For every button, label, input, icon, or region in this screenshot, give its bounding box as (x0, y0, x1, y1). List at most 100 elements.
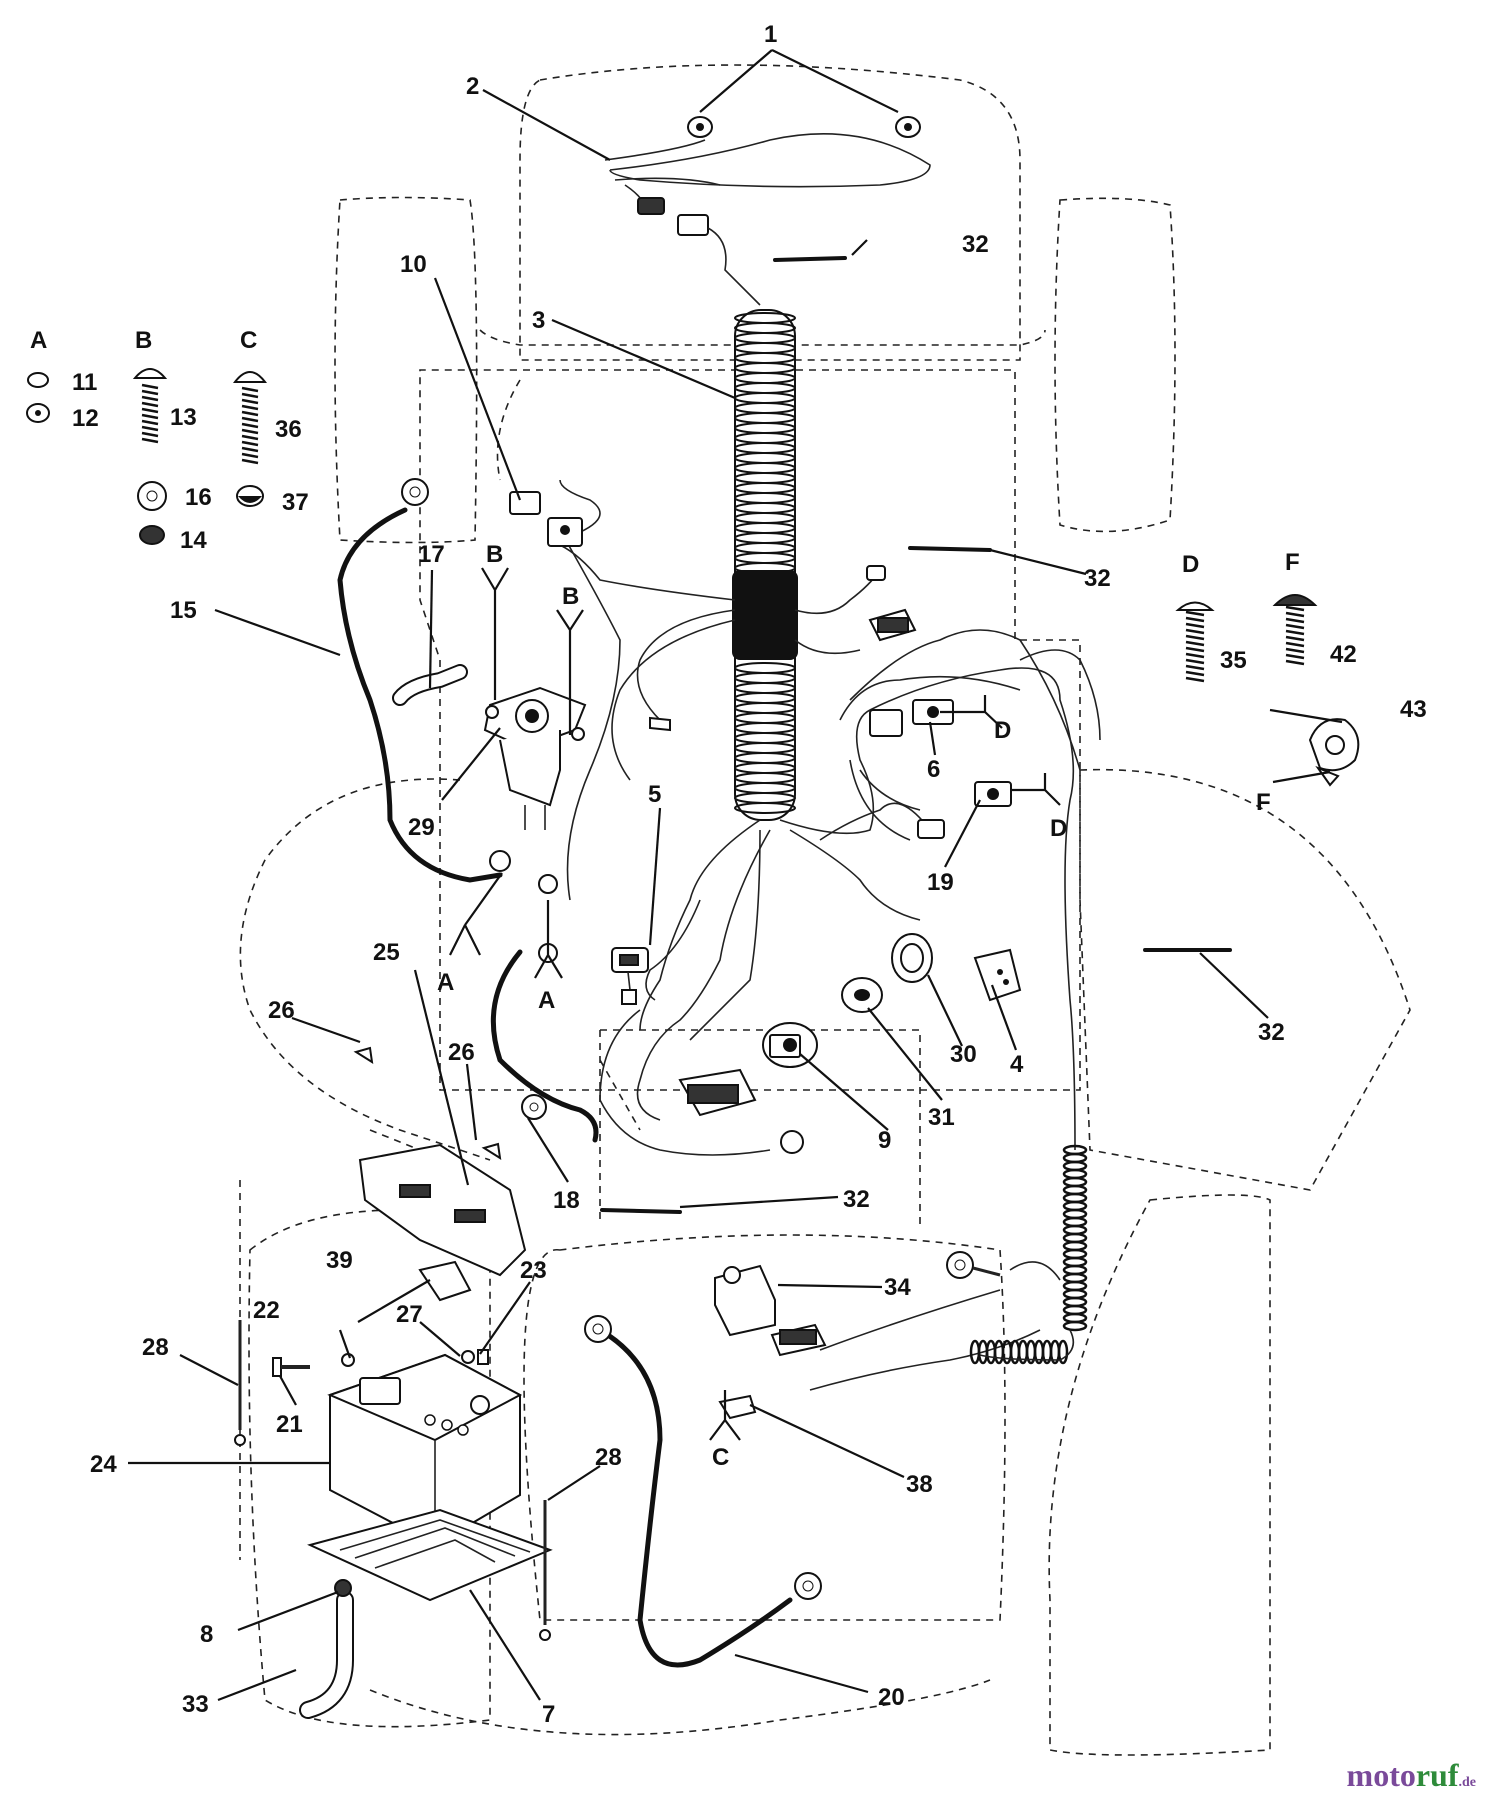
callout-8: 8 (200, 1621, 213, 1648)
letter-F-head: F (1285, 549, 1300, 576)
fork-symbols (449, 567, 1061, 1441)
letter-C1: C (712, 1444, 729, 1471)
switch-34 (714, 1264, 827, 1357)
main-harness-loom (732, 309, 798, 821)
letter-A-head: A (30, 327, 47, 354)
cable-18 (490, 943, 599, 1143)
callout-10: 10 (400, 251, 427, 278)
callout-5: 5 (648, 781, 661, 808)
callout-30: 30 (950, 1041, 977, 1068)
letter-B-head: B (135, 327, 152, 354)
callout-38: 38 (906, 1471, 933, 1498)
battery (327, 1353, 523, 1547)
hardware-df (1175, 594, 1360, 787)
watermark-logo: motoruf.de (1347, 1757, 1476, 1794)
cable-20 (584, 1315, 822, 1668)
callout-32a: 32 (962, 231, 989, 258)
switch-19 (917, 781, 1012, 839)
callout-24: 24 (90, 1451, 117, 1478)
callout-39: 39 (326, 1247, 353, 1274)
letter-labels: A B C D F B B A A C D D F (30, 327, 1300, 1471)
ring-30 (891, 933, 933, 983)
watermark-part2: ruf (1415, 1757, 1459, 1793)
callout-6: 6 (927, 756, 940, 783)
hardware-abc (26, 368, 268, 545)
callout-22: 22 (253, 1297, 280, 1324)
watermark-suffix: .de (1458, 1775, 1477, 1790)
callout-13: 13 (170, 404, 197, 431)
letter-D2: D (1050, 815, 1067, 842)
callout-12: 12 (72, 405, 99, 432)
small-bolts (272, 1046, 502, 1377)
callout-21: 21 (276, 1411, 303, 1438)
callout-25: 25 (373, 939, 400, 966)
callout-43: 43 (1400, 696, 1427, 723)
coiled-cord (969, 1144, 1088, 1365)
callout-37: 37 (282, 489, 309, 516)
callout-27: 27 (396, 1301, 423, 1328)
leader-lines (128, 49, 1343, 1702)
ring-terminal-34 (946, 1251, 1001, 1279)
callout-19: 19 (927, 869, 954, 896)
callout-2: 2 (466, 73, 479, 100)
callout-14: 14 (180, 527, 207, 554)
switch-6 (869, 699, 954, 737)
callout-9: 9 (878, 1127, 891, 1154)
clip-38 (718, 1394, 757, 1420)
callout-15: 15 (170, 597, 197, 624)
terminal-10-right (866, 565, 886, 581)
harness-wires (559, 479, 1101, 1391)
letter-B1: B (486, 541, 503, 568)
watermark-part1: moto (1346, 1757, 1416, 1793)
callout-32b: 32 (1084, 565, 1111, 592)
callout-33: 33 (182, 1691, 209, 1718)
nut-31 (841, 977, 883, 1013)
callout-36: 36 (275, 416, 302, 443)
pipe-17 (392, 664, 468, 706)
connector-10 (509, 491, 583, 547)
callout-31: 31 (928, 1104, 955, 1131)
drain-tube (299, 1579, 354, 1719)
callout-34: 34 (884, 1274, 911, 1301)
callout-28a: 28 (142, 1334, 169, 1361)
callout-4: 4 (1010, 1051, 1024, 1078)
rods-28 (234, 1320, 551, 1641)
callout-28b: 28 (595, 1444, 622, 1471)
battery-tray (307, 1508, 553, 1602)
callout-32d: 32 (843, 1186, 870, 1213)
cable-15 (337, 478, 558, 894)
callout-20: 20 (878, 1684, 905, 1711)
headlight-harness (604, 116, 931, 306)
module-4 (973, 948, 1022, 1002)
letter-D1: D (994, 717, 1011, 744)
callout-3: 3 (532, 307, 545, 334)
callout-labels: 1 2 3 4 5 6 7 8 9 10 11 12 13 14 15 16 1… (72, 21, 1427, 1728)
callout-42: 42 (1330, 641, 1357, 668)
callout-26b: 26 (448, 1039, 475, 1066)
switch-5 (611, 947, 649, 1005)
callout-23: 23 (520, 1257, 547, 1284)
callout-29: 29 (408, 814, 435, 841)
callout-18: 18 (553, 1187, 580, 1214)
callout-7: 7 (542, 1701, 555, 1728)
letter-A1: A (437, 969, 454, 996)
letter-D-head: D (1182, 551, 1199, 578)
callout-26a: 26 (268, 997, 295, 1024)
letter-F1: F (1256, 789, 1271, 816)
letter-B2: B (562, 583, 579, 610)
connector-right (868, 608, 917, 642)
callout-35: 35 (1220, 647, 1247, 674)
connector-block (678, 1068, 757, 1117)
callout-16: 16 (185, 484, 212, 511)
callout-17: 17 (418, 541, 445, 568)
letter-A2: A (538, 987, 555, 1014)
callout-11: 11 (72, 369, 97, 396)
straps-32 (600, 256, 1232, 1214)
callout-32c: 32 (1258, 1019, 1285, 1046)
ring-terminal-9 (780, 1130, 804, 1154)
battery-holder (358, 1143, 527, 1302)
letter-C-head: C (240, 327, 257, 354)
solenoid (483, 686, 587, 830)
callout-1: 1 (764, 21, 777, 48)
